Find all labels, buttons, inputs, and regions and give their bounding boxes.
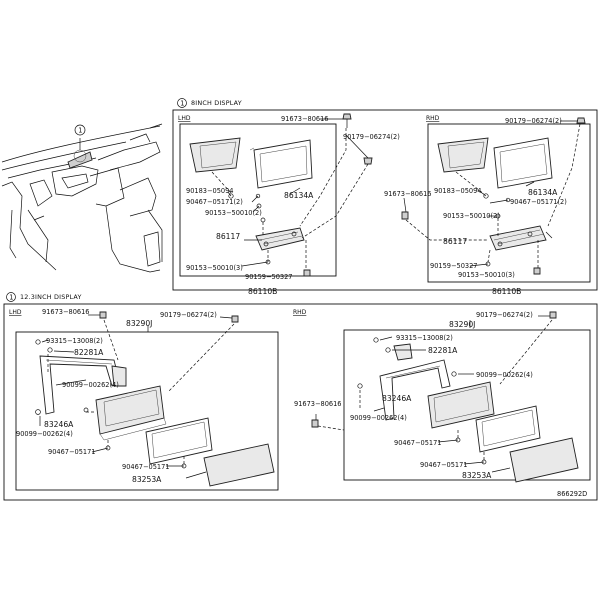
section-marker [177,98,187,108]
section-8inch: 1 8INCH DISPLAY LHD [172,98,598,296]
svg-text:1: 1 [78,126,82,134]
svg-text:83290J: 83290J [126,319,152,328]
section-8inch-frame [172,109,598,291]
svg-text:90179−06274(2): 90179−06274(2) [505,117,562,125]
display-glass [509,437,579,483]
svg-text:90099−00262(4): 90099−00262(4) [350,414,407,422]
svg-text:83246A: 83246A [44,420,74,429]
rhd-12inch-box [343,329,591,481]
svg-text:86134A: 86134A [284,191,314,200]
svg-text:1: 1 [9,294,13,302]
display-glass [203,443,275,487]
display-bezel [145,417,213,465]
svg-text:90153−50010(2): 90153−50010(2) [205,209,262,217]
display-bezel [475,405,541,453]
svg-text:91673−80616: 91673−80616 [281,115,328,123]
svg-text:90467−05171(2): 90467−05171(2) [510,198,567,206]
svg-text:91673−80616: 91673−80616 [384,190,431,198]
svg-text:90467−05171: 90467−05171 [394,439,441,447]
svg-text:1: 1 [180,100,184,108]
dashboard-illustration: 1 [1,123,163,273]
lhd-12inch-box [15,331,279,491]
svg-text:90467−05171(2): 90467−05171(2) [186,198,243,206]
svg-text:86117: 86117 [443,237,467,246]
display-panel [189,137,241,173]
rhd-8inch-box [427,123,591,283]
svg-text:90183−05094: 90183−05094 [186,187,233,195]
svg-text:90153−50010(3): 90153−50010(3) [186,264,243,272]
figure-id: 866292D [557,490,587,498]
svg-text:90467−05171: 90467−05171 [420,461,467,469]
assembly-number: 86110B [492,287,521,296]
svg-text:93315−13008(2): 93315−13008(2) [46,337,103,345]
bracket [255,227,305,251]
section-marker [6,292,16,302]
svg-text:83290J: 83290J [449,320,475,329]
side-label-rhd: RHD [426,115,440,122]
svg-text:90183−05094: 90183−05094 [434,187,481,195]
svg-text:93315−13008(2): 93315−13008(2) [396,334,453,342]
svg-text:86117: 86117 [216,232,240,241]
display-unit [95,385,165,435]
side-label-lhd: LHD [178,115,191,122]
svg-text:90099−00262(4): 90099−00262(4) [476,371,533,379]
svg-text:90099−00262(4): 90099−00262(4) [16,430,73,438]
display-unit [427,381,495,429]
bracket [489,225,547,251]
svg-text:90159−50327: 90159−50327 [430,262,477,270]
svg-text:83253A: 83253A [462,471,492,480]
display-panel [437,137,489,173]
svg-text:83253A: 83253A [132,475,162,484]
svg-text:90179−06274(2): 90179−06274(2) [343,133,400,141]
section-title: 8INCH DISPLAY [191,99,242,107]
svg-text:90467−05171: 90467−05171 [48,448,95,456]
svg-text:82281A: 82281A [74,348,104,357]
svg-text:90159−50327: 90159−50327 [245,273,292,281]
side-label-rhd: RHD [293,309,307,316]
svg-text:90179−06274(2): 90179−06274(2) [160,311,217,319]
screw [342,113,352,120]
section-12inch-frame [3,303,598,501]
lhd-8inch-box [179,123,337,277]
svg-text:90153−50010(2): 90153−50010(2) [443,212,500,220]
svg-text:91673−80616: 91673−80616 [294,400,341,408]
mounting-frame [379,359,451,421]
svg-text:90153−50010(3): 90153−50010(3) [458,271,515,279]
svg-text:86134A: 86134A [528,188,558,197]
svg-text:91673−80616: 91673−80616 [42,308,89,316]
assembly-number: 86110B [248,287,277,296]
svg-text:82281A: 82281A [428,346,458,355]
section-12inch: 1 12.3INCH DISPLAY LHD [3,292,598,501]
svg-text:90467−05171: 90467−05171 [122,463,169,471]
section-title: 12.3INCH DISPLAY [20,293,82,301]
svg-text:90099−00262(4): 90099−00262(4) [62,381,119,389]
side-label-lhd: LHD [9,309,22,316]
svg-text:83246A: 83246A [382,394,412,403]
callout-circle [74,124,86,136]
display-bezel [493,137,553,189]
display-bezel [253,139,313,189]
svg-text:90179−06274(2): 90179−06274(2) [476,311,533,319]
